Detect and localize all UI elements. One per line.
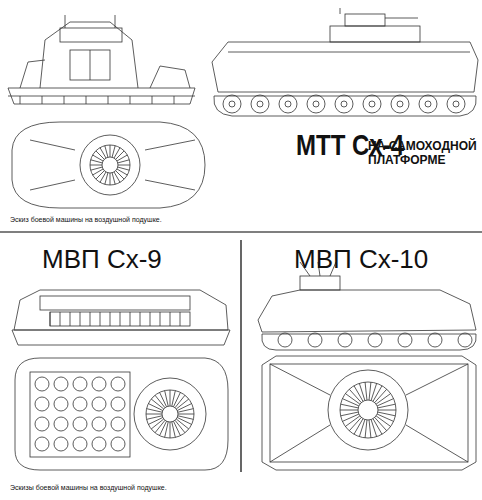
sx9-plan [15, 358, 228, 470]
model-title: МВП Сх-10 [294, 246, 428, 272]
sketch-note: Эскиз боевой машины на воздушной подушке… [10, 216, 162, 223]
hovercraft-side [8, 15, 195, 104]
hovercraft-plan [12, 122, 205, 208]
model-subtitle: НА САМОХОДНОЙ ПЛАТФОРМЕ [368, 140, 478, 168]
caption: Эскизы боевой машины на воздушной подушк… [10, 484, 167, 491]
sx10-side [258, 262, 476, 350]
sx10-plan [262, 356, 476, 470]
sx9-side [12, 290, 230, 345]
tracked-platform [212, 8, 478, 116]
model-title: МВП Сх-9 [42, 246, 162, 272]
